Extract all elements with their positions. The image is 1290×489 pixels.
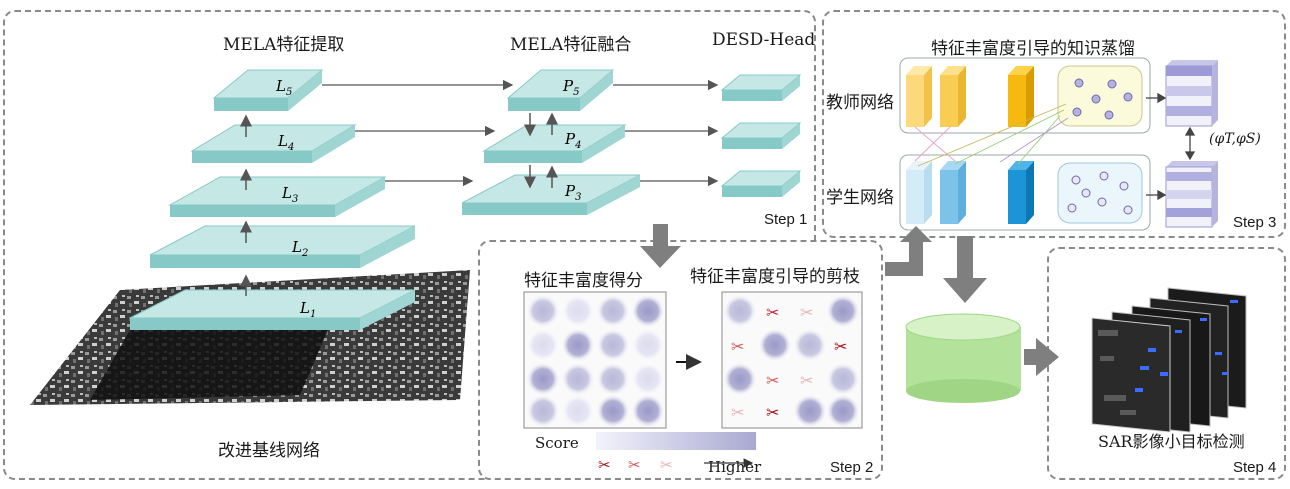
desd-head-3 bbox=[720, 170, 802, 197]
slab-L4 bbox=[190, 124, 357, 163]
slab-L3 bbox=[168, 176, 387, 217]
baseline-network-label: 改进基线网络 bbox=[218, 441, 320, 461]
richness-score-title: 特征丰富度得分 bbox=[524, 271, 643, 291]
phi-label: (φT,φS) bbox=[1209, 131, 1261, 147]
mela-fuse-title: MELA特征融合 bbox=[510, 35, 632, 55]
sar-detection-title: SAR影像小目标检测 bbox=[1098, 432, 1245, 451]
higher-label: Higher bbox=[708, 458, 762, 476]
slab-L5 bbox=[212, 69, 324, 111]
lateral-arrows bbox=[322, 79, 514, 187]
slab-P5 bbox=[506, 69, 615, 111]
desd-head-1 bbox=[720, 74, 802, 101]
feature-pyramid-diagram: L1 L2 L3 L4 L5 P3 P4 P5 bbox=[30, 69, 802, 405]
student-dots: …… bbox=[974, 190, 1002, 206]
step3-panel bbox=[822, 10, 1286, 238]
head-arrows bbox=[613, 79, 719, 187]
step4-label: Step 4 bbox=[1233, 459, 1277, 476]
step2-label: Step 2 bbox=[830, 459, 874, 476]
slab-P4 bbox=[482, 124, 627, 163]
teacher-network-label: 教师网络 bbox=[826, 93, 894, 113]
teacher-dots: …… bbox=[974, 90, 1002, 106]
distillation-title: 特征丰富度引导的知识蒸馏 bbox=[931, 39, 1135, 59]
mela-extract-title: MELA特征提取 bbox=[223, 35, 345, 55]
guided-pruning-title: 特征丰富度引导的剪枝 bbox=[690, 267, 860, 287]
step1-label: Step 1 bbox=[764, 211, 808, 228]
student-network-label: 学生网络 bbox=[826, 188, 894, 208]
slab-L2 bbox=[149, 225, 416, 268]
slab-P3 bbox=[461, 174, 641, 215]
desd-head-2 bbox=[720, 122, 802, 149]
desd-head-title: DESD-Head bbox=[712, 30, 816, 50]
slab-L1 bbox=[129, 289, 416, 330]
weight-model-database bbox=[905, 313, 1021, 403]
step3-label: Step 3 bbox=[1233, 214, 1277, 231]
fusion-arrows bbox=[524, 112, 558, 189]
score-label: Score bbox=[535, 434, 579, 452]
